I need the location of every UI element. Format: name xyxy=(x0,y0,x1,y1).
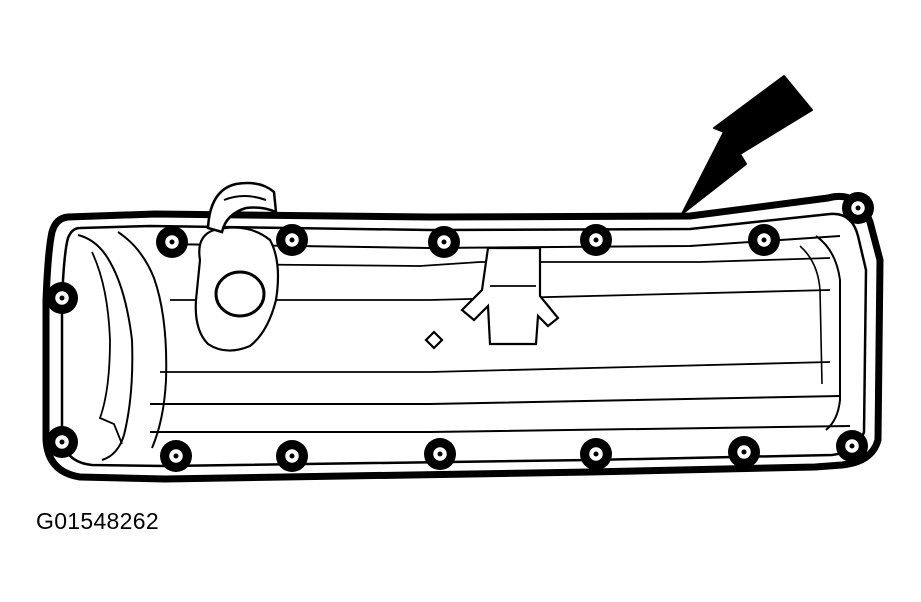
cover-left-end xyxy=(77,234,134,461)
cover-right-contour xyxy=(799,245,823,385)
bolt-bottom-5 xyxy=(580,438,612,470)
bolt-top-1 xyxy=(156,226,188,258)
cover-right-end xyxy=(815,235,841,431)
indicator-arrow-icon xyxy=(681,75,813,215)
bolt-left-end xyxy=(46,282,78,314)
oil-filler-opening xyxy=(214,270,266,318)
oil-filler-cap-icon xyxy=(206,181,278,234)
bolt-top-3 xyxy=(428,226,460,258)
figure-id-label: G01548262 xyxy=(36,508,159,534)
cover-bottom-rail xyxy=(150,425,851,433)
bolt-bottom-right xyxy=(836,430,868,462)
bolt-bottom-6 xyxy=(728,436,760,468)
bolt-bottom-4 xyxy=(424,438,456,470)
bolt-bottom-1 xyxy=(46,426,78,458)
cover-left-contour xyxy=(91,251,123,445)
bolt-top-right xyxy=(842,192,874,224)
bolt-top-4 xyxy=(580,224,612,256)
diamond-mark-icon xyxy=(424,330,444,350)
cover-left-inner-curve xyxy=(117,231,168,449)
oil-filler-cap-lip xyxy=(223,195,267,201)
bolt-bottom-3 xyxy=(276,440,308,472)
pcv-fitting xyxy=(460,246,560,346)
bolt-top-5 xyxy=(748,224,780,256)
bolt-top-2 xyxy=(276,224,308,256)
cover-ridge-lower xyxy=(150,395,841,405)
bolt-bottom-2 xyxy=(160,440,192,472)
cover-ridge-mid xyxy=(160,361,831,373)
